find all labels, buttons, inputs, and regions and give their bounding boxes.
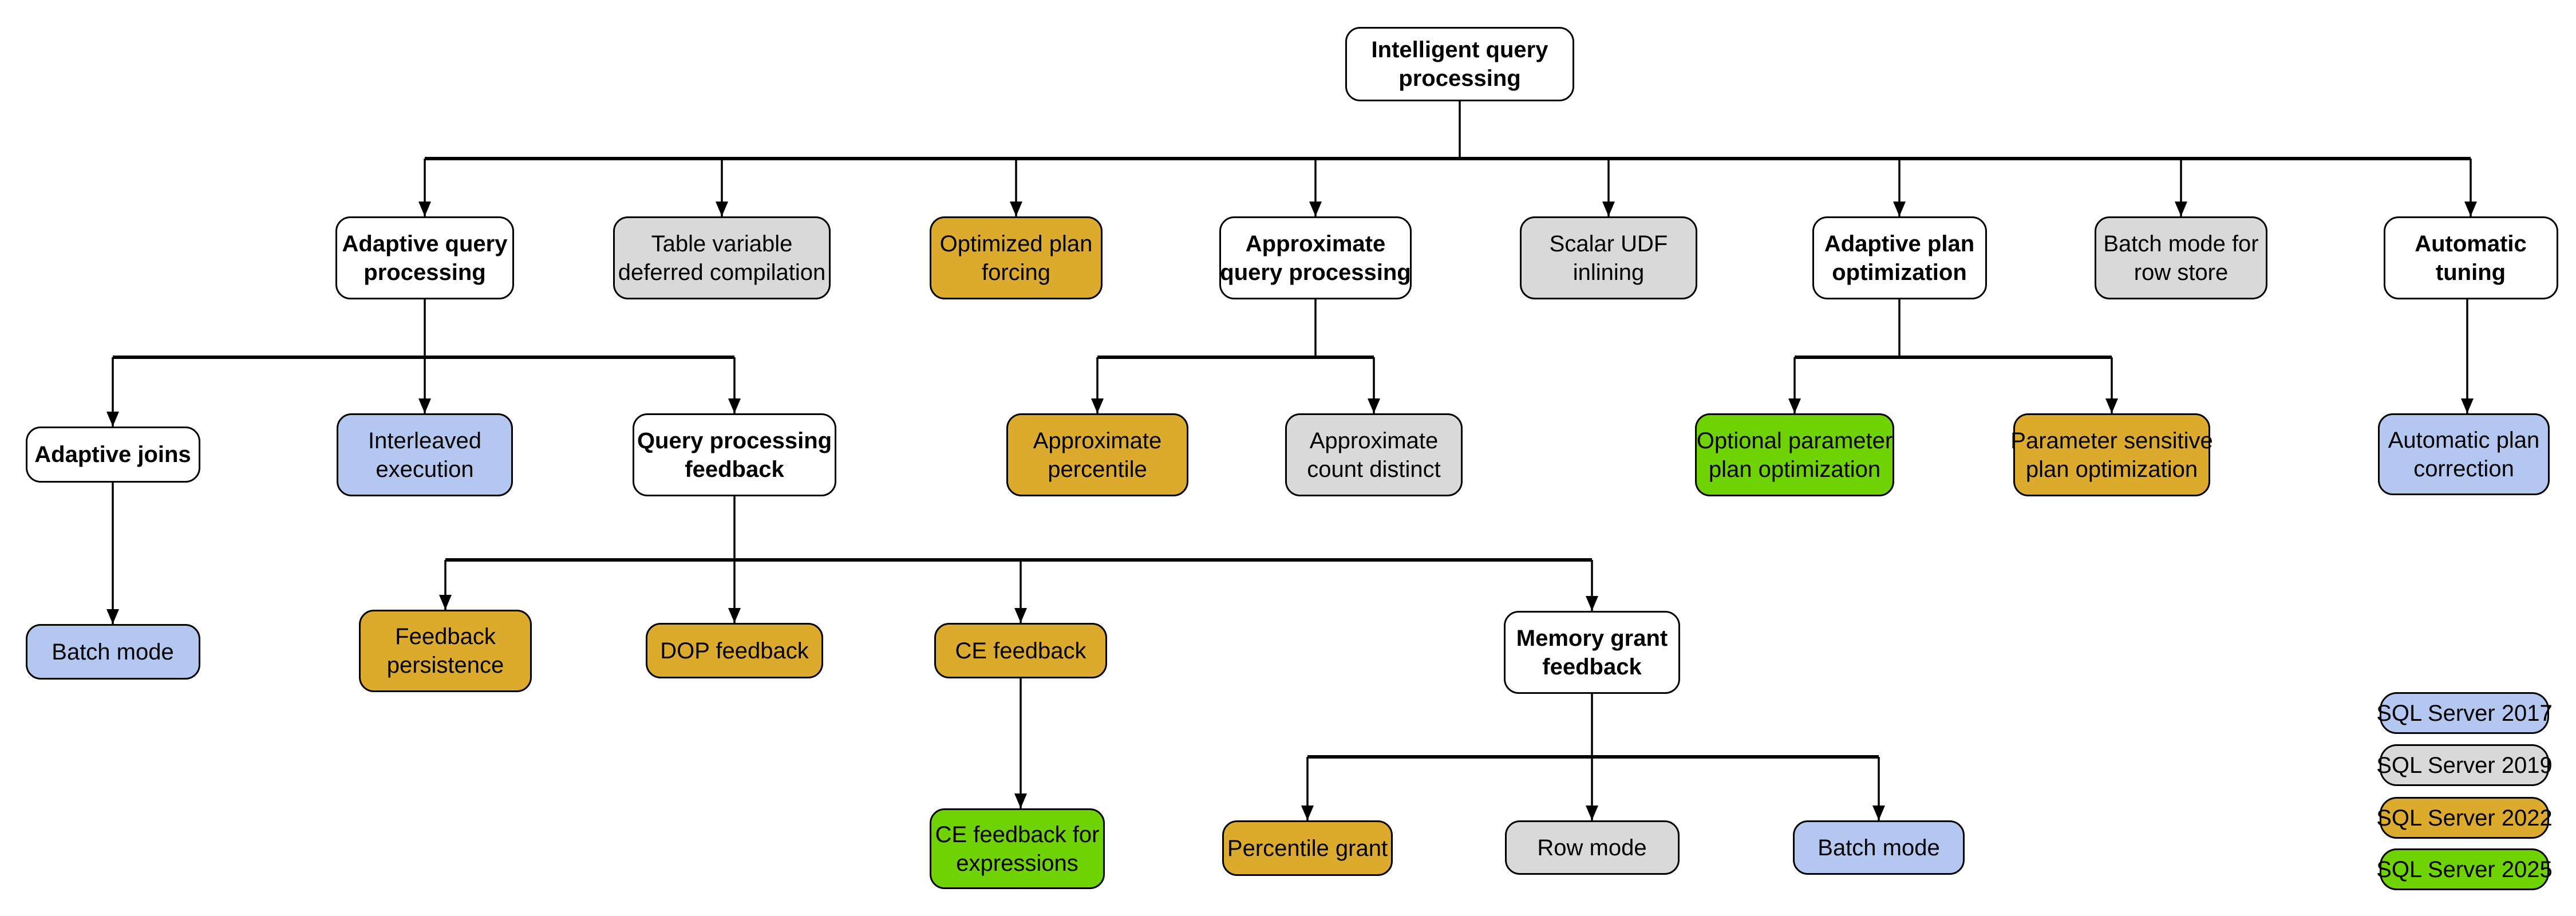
legend-item-sql-server-2017: SQL Server 2017 xyxy=(2376,692,2553,734)
node-label-line: Parameter sensitive xyxy=(2010,428,2213,453)
node-label-line: Adaptive query xyxy=(342,231,508,256)
node-label-line: processing xyxy=(1398,66,1521,91)
node-label-line: Approximate xyxy=(1033,428,1162,453)
node-adaptive-query-processing: Adaptive query processing xyxy=(335,216,514,299)
node-label-line: feedback xyxy=(685,456,784,482)
node-optional-parameter-plan-optimization: Optional parameter plan optimization xyxy=(1695,413,1894,496)
node-label-line: count distinct xyxy=(1307,456,1441,482)
node-label-line: execution xyxy=(376,456,474,482)
node-label-line: tuning xyxy=(2435,259,2506,285)
node-parameter-sensitive-plan-optimization: Parameter sensitive plan optimization xyxy=(2010,413,2213,496)
node-automatic-plan-correction: Automatic plan correction xyxy=(2378,413,2550,495)
node-label-line: inlining xyxy=(1573,259,1645,285)
node-automatic-tuning: Automatic tuning xyxy=(2383,216,2558,299)
node-label-line: persistence xyxy=(386,653,504,678)
node-label-line: Automatic plan xyxy=(2388,427,2540,453)
node-label-line: Query processing xyxy=(637,428,832,453)
node-batch-mode-under-adaptive-joins: Batch mode xyxy=(25,624,200,680)
node-label-line: Adaptive plan xyxy=(1824,231,1975,256)
node-adaptive-plan-optimization: Adaptive plan optimization xyxy=(1812,216,1987,299)
node-label-line: feedback xyxy=(1542,654,1642,680)
node-intelligent-query-processing: Intelligent query processing xyxy=(1345,27,1574,101)
node-ce-feedback: CE feedback xyxy=(934,623,1107,678)
node-label-line: optimization xyxy=(1832,259,1967,285)
node-adaptive-joins: Adaptive joins xyxy=(25,427,200,483)
node-label-line: Memory grant xyxy=(1516,625,1668,651)
node-optimized-plan-forcing: Optimized plan forcing xyxy=(930,216,1103,299)
node-label-line: plan optimization xyxy=(1708,456,1881,482)
node-memory-grant-feedback: Memory grant feedback xyxy=(1504,611,1680,694)
legend-item-label: SQL Server 2019 xyxy=(2376,752,2553,778)
node-label-line: DOP feedback xyxy=(660,638,809,664)
node-label-line: Percentile grant xyxy=(1227,835,1388,861)
node-label-line: Batch mode xyxy=(52,639,174,665)
node-label-line: Table variable xyxy=(651,231,793,256)
node-label-line: deferred compilation xyxy=(618,259,826,285)
node-approximate-percentile: Approximate percentile xyxy=(1006,413,1188,496)
node-label-line: Row mode xyxy=(1537,835,1647,860)
node-table-variable-deferred-compilation: Table variable deferred compilation xyxy=(613,216,831,299)
node-approximate-query-processing: Approximate query processing xyxy=(1219,216,1412,299)
node-percentile-grant: Percentile grant xyxy=(1222,820,1393,876)
node-batch-mode-for-row-store: Batch mode for row store xyxy=(2095,216,2267,299)
legend-item-label: SQL Server 2022 xyxy=(2376,805,2553,831)
node-interleaved-execution: Interleaved execution xyxy=(337,413,513,496)
node-label-line: row store xyxy=(2134,259,2229,285)
node-label-line: Approximate xyxy=(1245,231,1386,256)
node-label-line: expressions xyxy=(956,850,1078,876)
node-label-line: CE feedback xyxy=(955,638,1086,664)
node-label-line: Interleaved xyxy=(368,428,481,453)
node-label-line: Scalar UDF xyxy=(1549,231,1668,256)
node-row-mode: Row mode xyxy=(1504,820,1680,875)
node-label-line: percentile xyxy=(1048,456,1147,482)
node-scalar-udf-inlining: Scalar UDF inlining xyxy=(1520,216,1697,299)
node-feedback-persistence: Feedback persistence xyxy=(359,610,532,692)
node-label-line: Batch mode for xyxy=(2103,231,2259,256)
legend-item-sql-server-2022: SQL Server 2022 xyxy=(2376,797,2553,839)
node-label-line: correction xyxy=(2413,456,2514,481)
node-approximate-count-distinct: Approximate count distinct xyxy=(1285,413,1463,496)
node-label-line: CE feedback for xyxy=(935,822,1100,847)
node-label-line: Optional parameter xyxy=(1696,428,1893,453)
node-label-line: Batch mode xyxy=(1818,835,1940,860)
node-label-line: Adaptive joins xyxy=(34,442,191,467)
node-label-line: plan optimization xyxy=(2025,456,2198,482)
node-label-line: Feedback xyxy=(395,624,496,649)
legend-item-sql-server-2019: SQL Server 2019 xyxy=(2376,744,2553,786)
node-ce-feedback-for-expressions: CE feedback for expressions xyxy=(930,808,1105,889)
node-label-line: Optimized plan xyxy=(939,231,1093,256)
node-label-line: Automatic xyxy=(2415,231,2527,256)
node-query-processing-feedback: Query processing feedback xyxy=(633,413,836,496)
node-label-line: forcing xyxy=(981,259,1051,285)
legend-item-label: SQL Server 2017 xyxy=(2376,700,2553,726)
node-label-line: processing xyxy=(364,259,486,285)
node-batch-mode-under-memory-grant: Batch mode xyxy=(1793,820,1965,875)
legend-item-label: SQL Server 2025 xyxy=(2376,856,2553,882)
node-label-line: Intelligent query xyxy=(1371,37,1548,62)
legend-item-sql-server-2025: SQL Server 2025 xyxy=(2376,848,2553,890)
node-dop-feedback: DOP feedback xyxy=(646,623,823,678)
node-label-line: query processing xyxy=(1220,259,1411,285)
node-label-line: Approximate xyxy=(1309,428,1439,453)
